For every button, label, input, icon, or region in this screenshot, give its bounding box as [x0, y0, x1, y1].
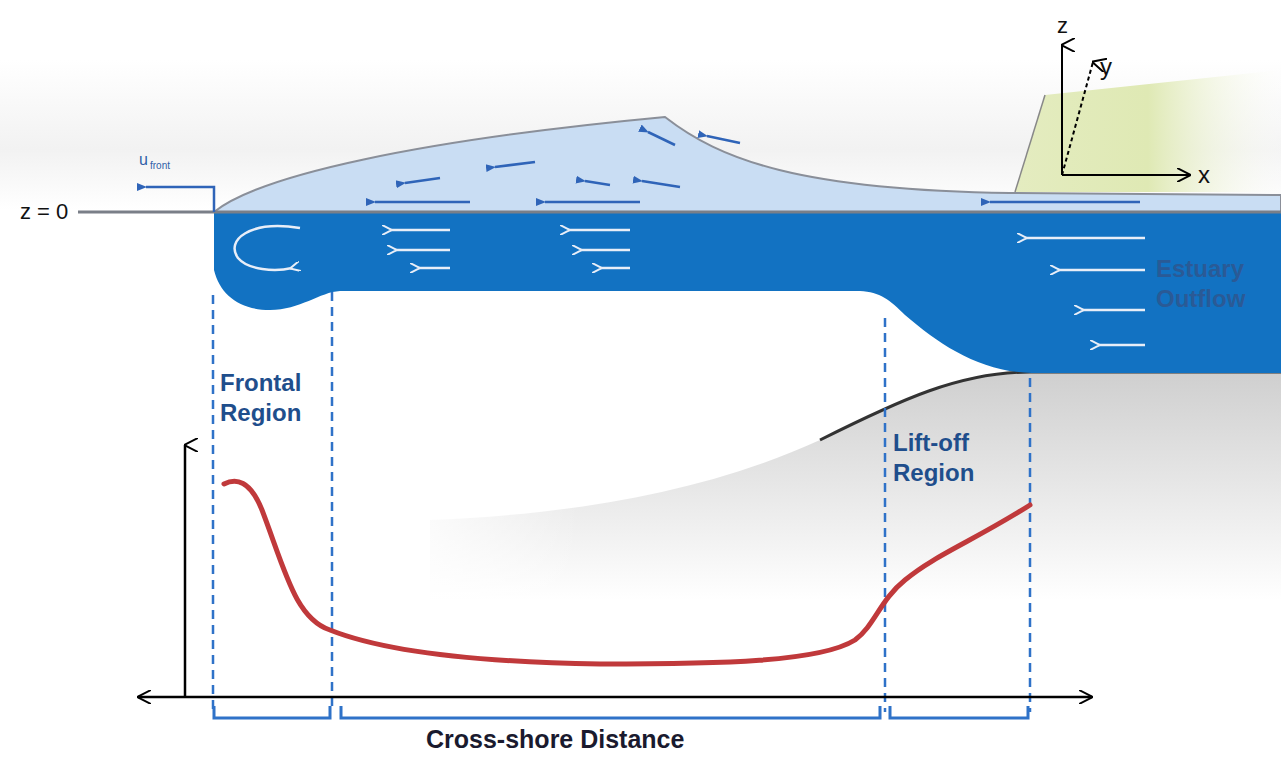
region-label: Frontal Region: [220, 368, 330, 428]
surface-label: z = 0: [20, 198, 68, 226]
region-label: Lift-off Region: [893, 428, 1028, 488]
velocity-subscript: front: [150, 160, 170, 173]
axis-label: z: [1057, 12, 1068, 40]
region-label: Estuary Outflow: [1156, 254, 1278, 314]
axis-label: y: [1100, 52, 1112, 82]
velocity-symbol: u: [139, 150, 148, 170]
axis-title: Cross-shore Distance: [426, 724, 684, 755]
axis-label: x: [1198, 160, 1210, 190]
